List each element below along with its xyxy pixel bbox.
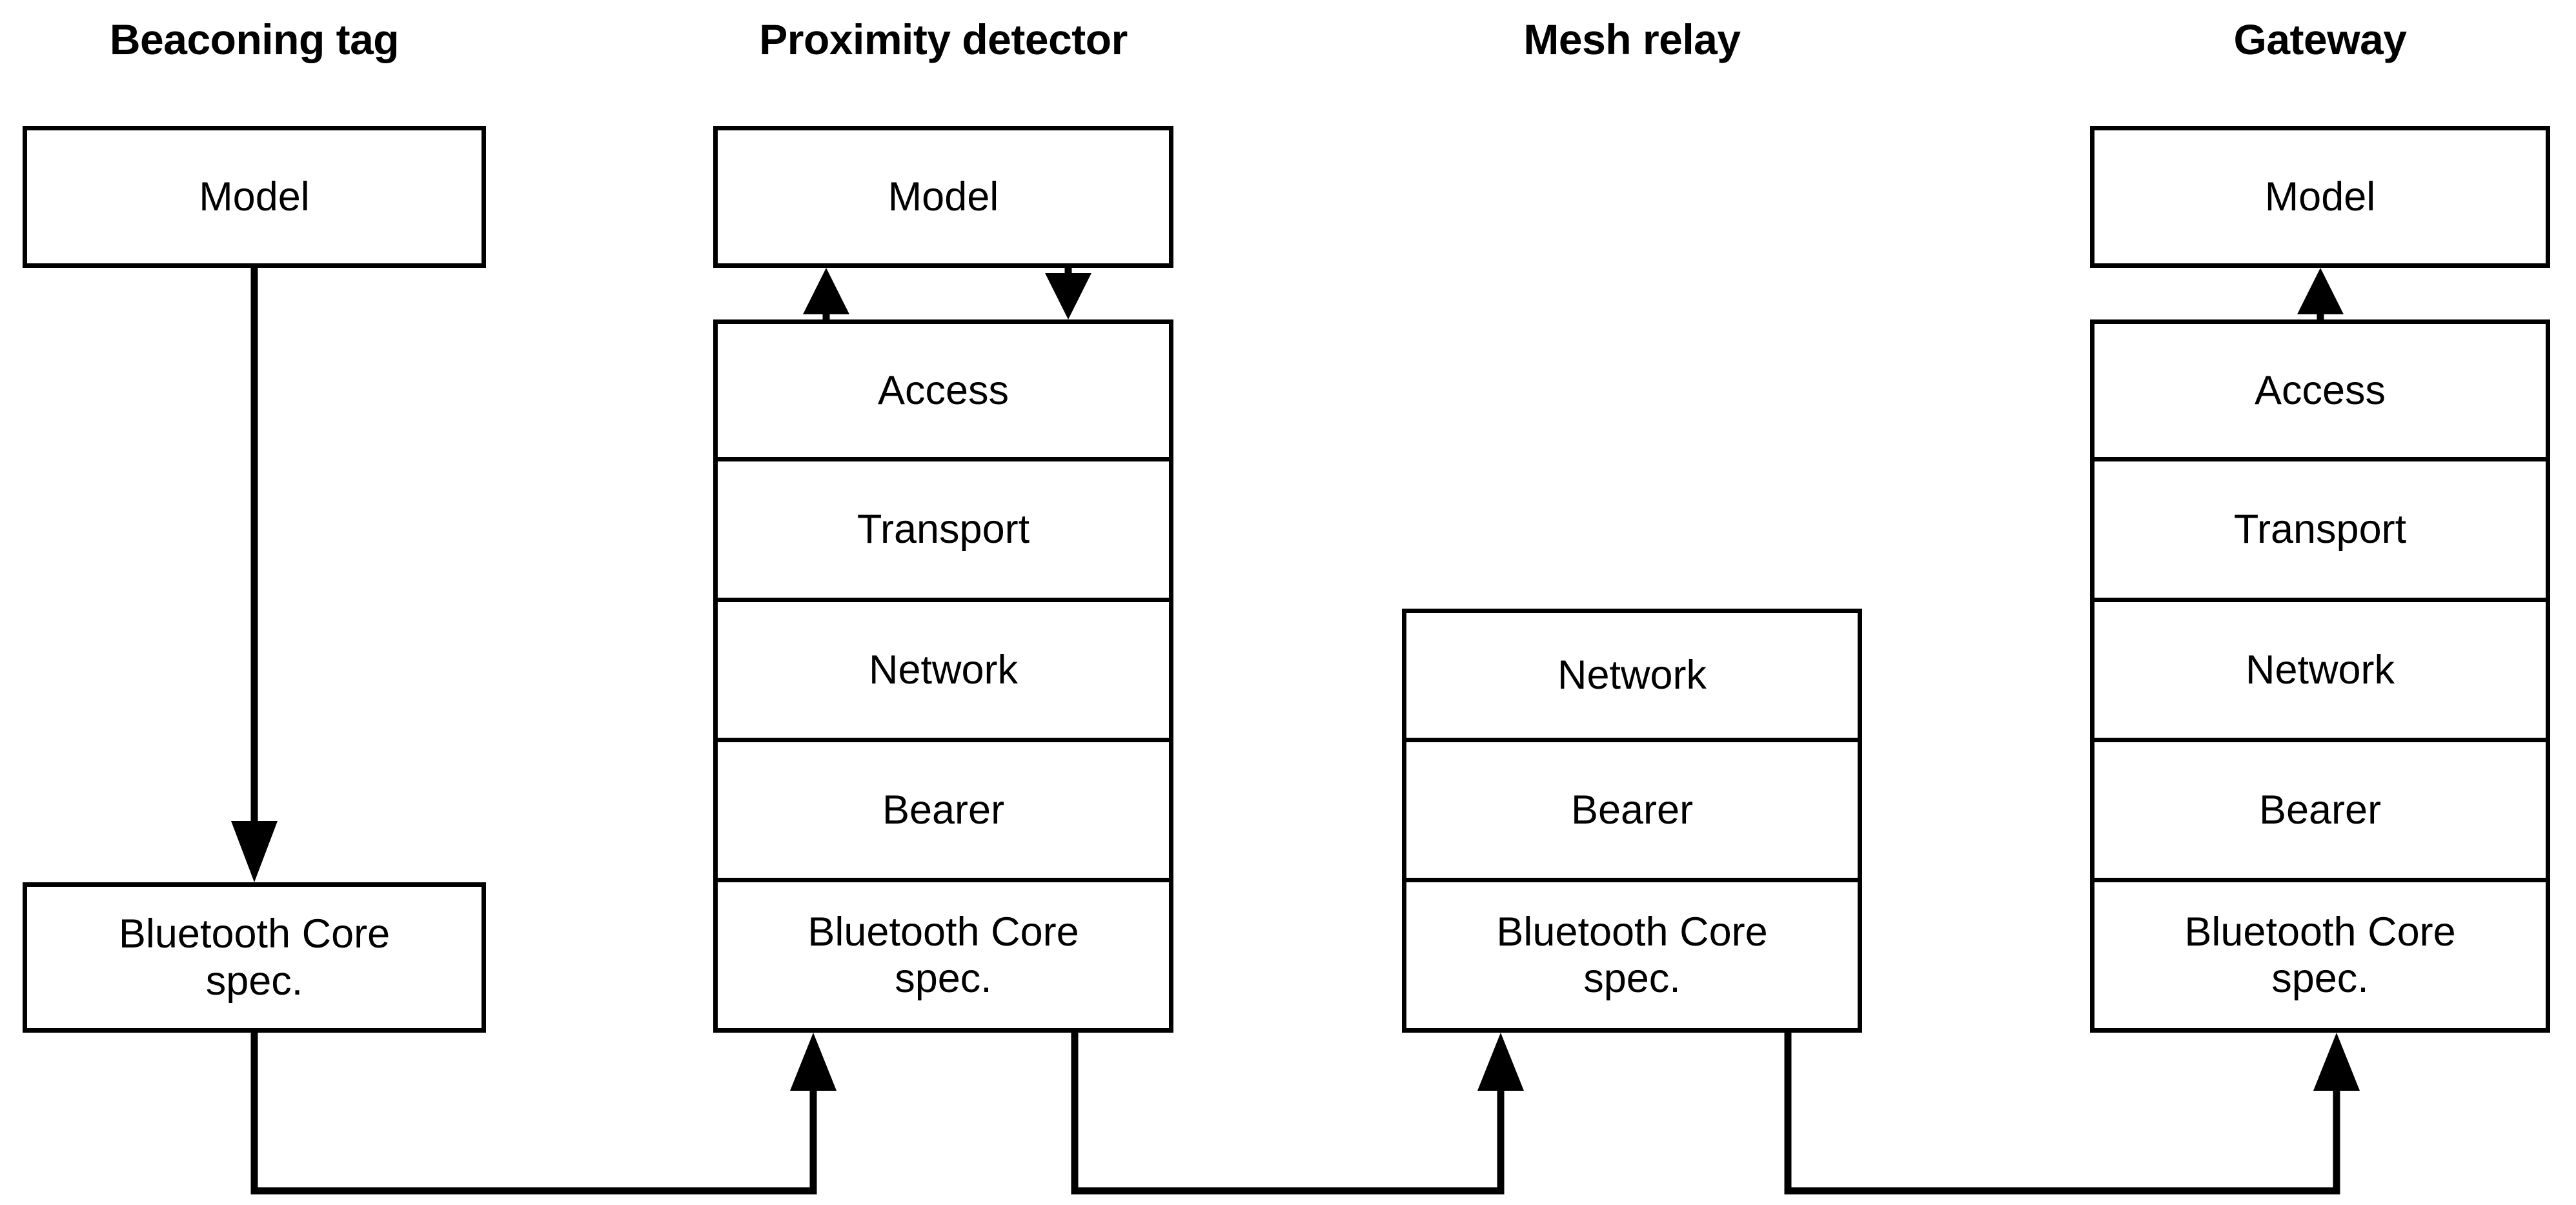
link-proximity-to-mesh xyxy=(1071,1033,1524,1195)
cell-bearer[interactable]: Bearer xyxy=(713,742,1173,882)
cell-network[interactable]: Network xyxy=(1402,609,1862,742)
arrow-proximity-model-to-access xyxy=(1045,268,1091,319)
link-mesh-to-gateway xyxy=(1784,1033,2360,1195)
stack-proximity-detector-layers: Access Transport Network Bearer Bluetoot… xyxy=(713,319,1173,1033)
cell-label: Network xyxy=(2245,647,2395,693)
cell-label: Transport xyxy=(2233,507,2407,552)
column-title-proximity-detector: Proximity detector xyxy=(759,15,1128,63)
cell-label: Bearer xyxy=(2258,787,2382,833)
cell-label: Model xyxy=(2264,174,2376,219)
cell-label: Bearer xyxy=(882,787,1005,833)
column-title-beaconing-tag: Beaconing tag xyxy=(109,15,400,63)
core-spec-line-1: Bluetooth Core xyxy=(1496,909,1768,955)
arrow-beaconing-model-to-core xyxy=(231,268,278,882)
stack-beaconing-tag-model: Model xyxy=(23,126,486,268)
link-beaconing-to-proximity xyxy=(250,1033,837,1195)
cell-access[interactable]: Access xyxy=(2090,319,2550,461)
cell-label: Access xyxy=(2254,367,2386,413)
core-spec-line-2: spec. xyxy=(1583,956,1681,1001)
core-spec-line-1: Bluetooth Core xyxy=(807,909,1079,955)
cell-transport[interactable]: Transport xyxy=(2090,461,2550,602)
cell-network[interactable]: Network xyxy=(2090,602,2550,742)
cell-network[interactable]: Network xyxy=(713,602,1173,742)
core-spec-line-2: spec. xyxy=(2271,956,2369,1001)
cell-model[interactable]: Model xyxy=(2090,126,2550,268)
core-spec-line-2: spec. xyxy=(205,958,303,1004)
core-spec-line-1: Bluetooth Core xyxy=(2184,909,2456,955)
cell-transport[interactable]: Transport xyxy=(713,461,1173,602)
cell-model[interactable]: Model xyxy=(713,126,1173,268)
cell-label: Network xyxy=(868,647,1019,693)
cell-bearer[interactable]: Bearer xyxy=(2090,742,2550,882)
cell-model[interactable]: Model xyxy=(23,126,486,268)
cell-label: Access xyxy=(877,367,1009,413)
arrow-proximity-access-to-model xyxy=(803,268,849,319)
column-title-mesh-relay: Mesh relay xyxy=(1523,15,1741,63)
core-spec-line-1: Bluetooth Core xyxy=(118,911,390,957)
cell-label: Model xyxy=(199,174,310,219)
arrow-gateway-access-to-model xyxy=(2297,268,2344,319)
cell-label: Model xyxy=(887,174,999,219)
cell-label: Bearer xyxy=(1570,787,1694,833)
column-title-gateway: Gateway xyxy=(2233,15,2407,63)
cell-label: Network xyxy=(1557,653,1707,698)
stack-gateway-layers: Access Transport Network Bearer Bluetoot… xyxy=(2090,319,2550,1033)
cell-bearer[interactable]: Bearer xyxy=(1402,742,1862,882)
cell-label: Transport xyxy=(857,507,1030,552)
cell-access[interactable]: Access xyxy=(713,319,1173,461)
stack-proximity-detector-model: Model xyxy=(713,126,1173,268)
stack-gateway-model: Model xyxy=(2090,126,2550,268)
core-spec-line-2: spec. xyxy=(895,956,992,1001)
